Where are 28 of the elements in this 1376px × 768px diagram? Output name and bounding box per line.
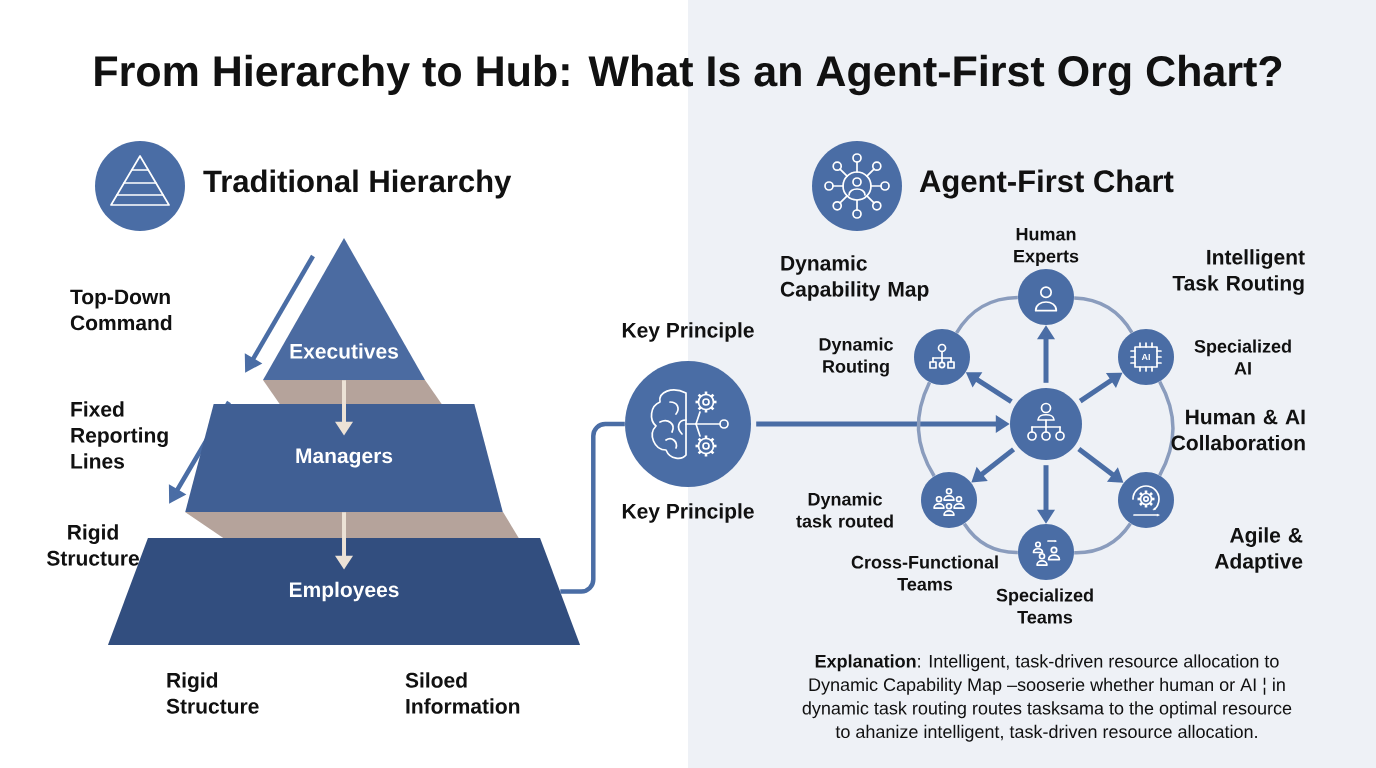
annotation-text: Rigid Structure [166, 672, 259, 714]
node-label: Dynamic task routed [796, 492, 893, 528]
ring-arc [916, 381, 936, 477]
annotation-text: Dynamic Capability Map [780, 255, 929, 301]
annotation-text: Cross-Functional Teams [851, 555, 998, 591]
node-label: Specialized Teams [996, 588, 1093, 624]
icon-text: AI [1141, 353, 1150, 361]
section-heading: Traditional Hierarchy [203, 169, 512, 199]
ring-arc [962, 522, 1018, 555]
explanation-text: Explanation: Intelligent, task-driven resource allocation to Dynamic Capability Map –sooserie whether human or AI ¦ in dynamic task routing routes tasksama to the optimal resource to ahanize intelligent, task-driven resource allocation. [802, 654, 1292, 742]
annotation-text: Human & AI Collaboration [1171, 409, 1305, 451]
ring-arc [1158, 380, 1175, 477]
node-label: Human Experts [1014, 227, 1079, 267]
pyramid-tier: Managers [185, 404, 519, 539]
title: From Hierarchy to Hub: What Is an Agent-First Org Chart? [95, 54, 1282, 96]
annotation-text: Intelligent Task Routing [1172, 249, 1305, 295]
node-label: Specialized AI [1194, 339, 1291, 375]
annotation-text: Agile & Adaptive [1214, 527, 1303, 573]
pyramid-tier: Executives [263, 238, 442, 405]
ring-arc [1074, 522, 1132, 555]
node-label: Dynamic Routing [819, 337, 893, 377]
ring-arc [955, 295, 1018, 334]
annotation-text: Top-Down Command [70, 289, 172, 331]
node-label: Key Principle [622, 322, 754, 342]
section-heading: Agent-First Chart [919, 169, 1174, 199]
annotation-text: Siloed Information [405, 672, 520, 714]
ring-arc [1074, 296, 1134, 334]
node-label: Key Principle [622, 503, 754, 523]
